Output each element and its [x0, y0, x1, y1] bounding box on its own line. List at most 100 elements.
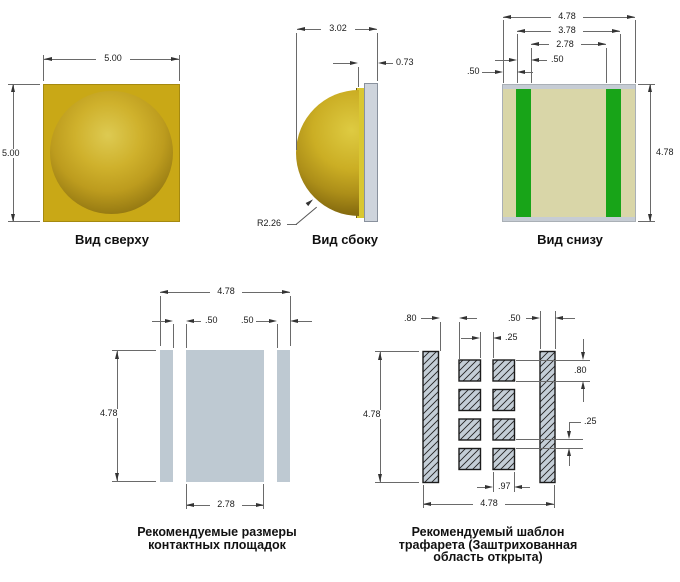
dim-line: [333, 63, 350, 64]
arrowhead: [378, 474, 382, 482]
arrowhead: [517, 29, 525, 33]
arrowhead: [581, 381, 585, 389]
edge-band-bottom: [503, 217, 635, 221]
ext-line: [635, 20, 636, 83]
ext-line: [375, 482, 419, 483]
stencil-aperture: [492, 418, 516, 441]
caption-line: трафарета (Заштрихованная: [398, 537, 578, 552]
dim-line: [421, 318, 432, 319]
leader-line: [287, 224, 297, 225]
ext-line: [516, 439, 583, 440]
arrowhead: [532, 316, 540, 320]
caption-line: область открыта): [433, 550, 543, 564]
dim-label: .50: [466, 66, 481, 76]
dim-line: [386, 63, 393, 64]
ext-line: [480, 332, 481, 358]
arrowhead: [546, 502, 554, 506]
arrowhead: [378, 61, 386, 65]
dim-label: 3.78: [551, 26, 583, 35]
stencil-aperture: [492, 447, 516, 471]
stencil-aperture: [492, 388, 516, 412]
dim-label: .50: [507, 313, 522, 323]
ext-line: [8, 84, 40, 85]
dim-line: [256, 321, 269, 322]
dim-line: [583, 389, 584, 402]
ext-line: [493, 332, 494, 358]
arrowhead: [493, 336, 501, 340]
dim-line: [298, 321, 312, 322]
caption-line: Рекомендуемые размеры: [137, 525, 297, 539]
arrowhead: [115, 473, 119, 481]
leader-line: [569, 422, 570, 432]
arrowhead: [115, 351, 119, 359]
dim-label: 2.78: [210, 500, 242, 509]
arrowhead: [648, 214, 652, 222]
arrowhead: [282, 290, 290, 294]
arrowhead: [269, 319, 277, 323]
arrowhead: [171, 57, 179, 61]
ext-line: [514, 472, 515, 492]
arrowhead: [378, 352, 382, 360]
stencil-aperture: [458, 359, 482, 382]
stencil-aperture: [492, 359, 516, 382]
dim-label: 4.78: [362, 409, 382, 419]
contact-pad-left: [160, 350, 173, 482]
arrowhead: [297, 27, 305, 31]
ext-line: [186, 484, 187, 509]
arrowhead: [11, 214, 15, 222]
stencil-strip-left: [422, 350, 440, 484]
dim-label: 5.00: [96, 54, 130, 63]
dim-label: .97: [497, 481, 512, 491]
leader-line: [569, 422, 581, 423]
dim-label: 3.02: [321, 24, 355, 33]
ext-line: [554, 485, 555, 508]
stencil-aperture: [458, 447, 482, 471]
ext-line: [43, 55, 44, 81]
arrowhead: [509, 58, 517, 62]
caption-stencil: Рекомендуемый шаблон трафарета (Заштрихо…: [377, 526, 599, 564]
ext-line: [263, 484, 264, 509]
dim-label: 2.78: [549, 40, 581, 49]
dim-line: [569, 456, 570, 466]
ext-line: [173, 324, 174, 348]
dim-line: [563, 318, 575, 319]
arrowhead: [432, 316, 440, 320]
dim-label: .50: [204, 315, 219, 325]
ext-line: [540, 311, 541, 349]
caption-top-view: Вид сверху: [75, 232, 149, 247]
ext-line: [179, 55, 180, 81]
ext-line: [620, 34, 621, 83]
dim-line: [525, 72, 533, 73]
arrowhead: [567, 431, 571, 439]
arrowhead: [160, 290, 168, 294]
dim-label: .25: [583, 416, 598, 426]
arrowhead: [612, 29, 620, 33]
ext-line: [516, 360, 590, 361]
contact-pad-right: [277, 350, 290, 482]
dim-line: [467, 318, 477, 319]
dim-label: .50: [240, 315, 255, 325]
dim-label: .80: [403, 313, 418, 323]
ext-line: [638, 221, 655, 222]
dim-line: [650, 84, 651, 222]
dim-line: [482, 72, 495, 73]
ext-line: [277, 324, 278, 348]
ext-line: [516, 381, 590, 382]
dim-line: [495, 60, 509, 61]
arrowhead: [648, 84, 652, 92]
ext-line: [8, 221, 40, 222]
dim-line: [477, 487, 485, 488]
dim-line: [194, 321, 201, 322]
dim-line: [152, 321, 165, 322]
dim-label: 4.78: [473, 499, 505, 508]
ext-line: [503, 20, 504, 83]
solder-pad-left: [516, 89, 531, 217]
arrowhead: [581, 352, 585, 360]
arrowhead: [517, 70, 525, 74]
ext-line: [493, 472, 494, 492]
stencil-aperture: [458, 418, 482, 441]
